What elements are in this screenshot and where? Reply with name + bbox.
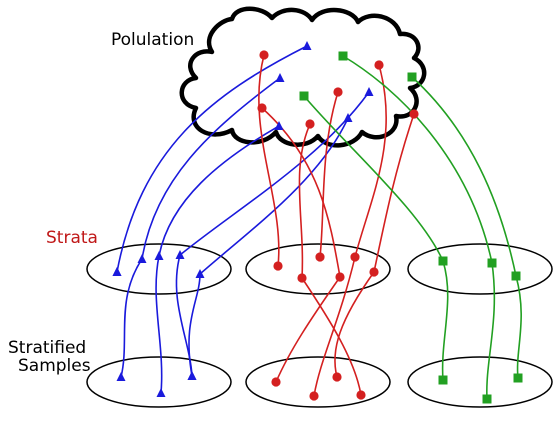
red-sample-dot: [271, 377, 281, 387]
blue-sample-curve: [188, 273, 201, 377]
green-population-square: [338, 51, 348, 61]
stratum-blue-ellipse: [86, 243, 232, 295]
red-sample-curve: [313, 256, 356, 397]
green-sample-square: [482, 394, 492, 404]
green-sample-square: [513, 373, 523, 383]
blue-sample-curve: [120, 258, 143, 378]
red-population-dot: [333, 87, 343, 97]
red-sample-curve: [275, 276, 341, 383]
red-population-dot: [409, 109, 419, 119]
sample-green-ellipse: [407, 356, 553, 408]
red-sample-dot: [332, 372, 342, 382]
blue-population-curve: [141, 77, 281, 260]
blue-population-curve: [199, 117, 349, 275]
green-sample-curve: [441, 260, 449, 381]
blue-population-triangle: [302, 41, 312, 50]
assignment-curves: [116, 45, 522, 400]
red-stratum-dot: [369, 267, 379, 277]
green-sample-square: [438, 375, 448, 385]
item-markers: [112, 41, 523, 404]
blue-population-triangle: [275, 73, 285, 82]
blue-population-triangle: [274, 121, 284, 130]
blue-stratum-triangle: [175, 250, 185, 259]
stratum-green-ellipse: [407, 243, 553, 295]
red-stratum-dot: [315, 252, 325, 262]
green-population-curve: [342, 55, 493, 264]
green-population-square: [407, 72, 417, 82]
red-sample-curve: [301, 277, 362, 396]
green-population-curve: [303, 95, 444, 262]
green-sample-curve: [486, 262, 496, 400]
red-population-curve: [258, 54, 280, 267]
green-population-square: [299, 91, 309, 101]
blue-stratum-triangle: [137, 254, 147, 263]
red-population-curve: [373, 113, 415, 273]
blue-sample-triangle: [187, 371, 197, 380]
red-population-dot: [374, 60, 384, 70]
blue-population-curve: [158, 125, 280, 257]
red-stratum-dot: [335, 272, 345, 282]
stratified-samples-label-line2: Samples: [18, 356, 91, 376]
red-population-curve: [298, 123, 311, 279]
stratified-samples-label-line1: Stratified: [8, 338, 87, 358]
population-label: Polulation: [111, 30, 195, 50]
blue-sample-triangle: [116, 372, 126, 381]
blue-stratum-triangle: [195, 269, 205, 278]
blue-population-curve: [116, 45, 308, 273]
blue-population-triangle: [364, 87, 374, 96]
red-population-dot: [259, 50, 269, 60]
red-population-curve: [354, 64, 387, 258]
red-stratum-dot: [273, 261, 283, 271]
strata-label: Strata: [46, 228, 98, 248]
blue-sample-curve: [155, 255, 163, 394]
green-stratum-square: [511, 271, 521, 281]
blue-stratum-triangle: [112, 267, 122, 276]
red-stratum-dot: [297, 273, 307, 283]
red-sample-curve: [334, 271, 375, 378]
red-population-dot: [305, 119, 315, 129]
red-sample-dot: [309, 391, 319, 401]
stratum-red-ellipse: [245, 243, 391, 295]
green-population-curve: [411, 76, 517, 277]
blue-sample-triangle: [156, 388, 166, 397]
red-sample-dot: [356, 390, 366, 400]
green-sample-curve: [515, 275, 522, 379]
green-stratum-square: [487, 258, 497, 268]
blue-stratum-triangle: [154, 251, 164, 260]
green-stratum-square: [438, 256, 448, 266]
sample-blue-ellipse: [86, 356, 232, 408]
sample-red-ellipse: [245, 356, 391, 408]
red-population-dot: [257, 103, 267, 113]
population-cloud: [179, 6, 427, 148]
red-population-curve: [319, 91, 339, 258]
blue-population-triangle: [343, 113, 353, 122]
blue-population-curve: [179, 91, 370, 256]
red-stratum-dot: [350, 252, 360, 262]
